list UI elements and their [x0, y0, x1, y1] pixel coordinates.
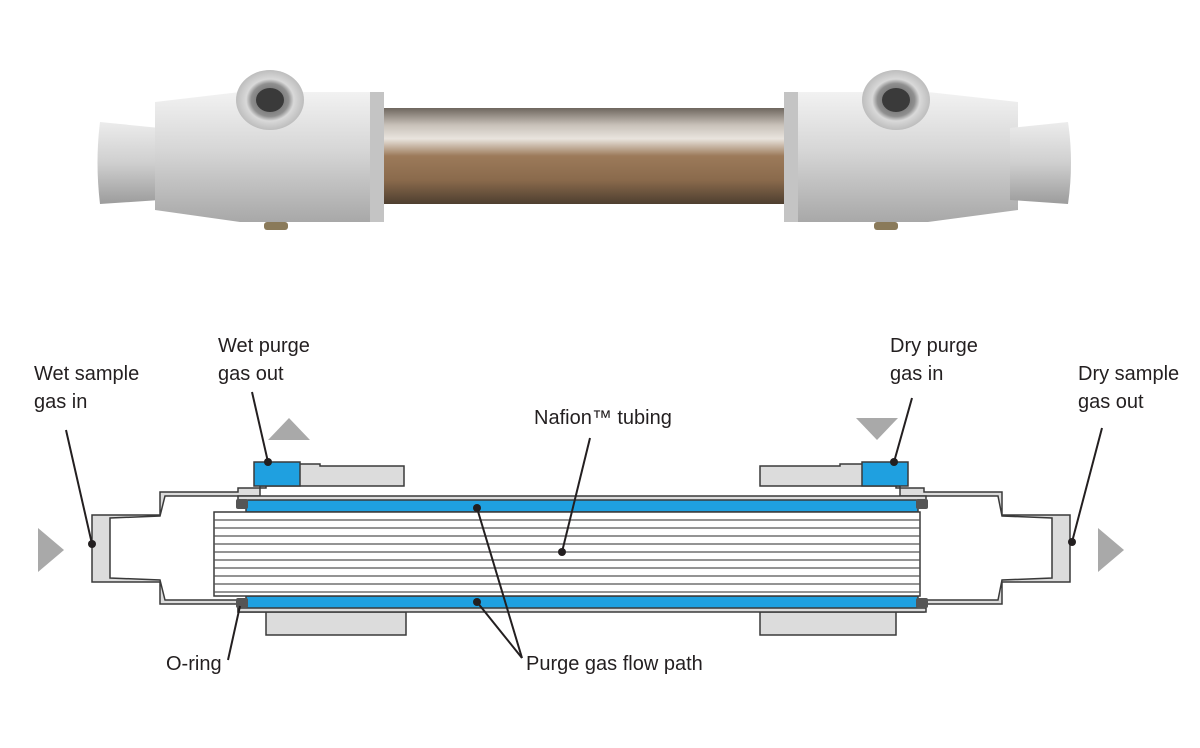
label-wet-sample-in: Wet sample gas in [34, 363, 145, 413]
dryer-cross-section [91, 461, 1071, 636]
render-right-cap [788, 92, 1018, 222]
label-dry-sample-out: Dry sample gas out [1078, 363, 1185, 413]
dryer-render [97, 70, 1071, 230]
flow-arrows [38, 418, 1124, 572]
leader-lines [65, 391, 1103, 661]
leader-dots [88, 458, 1076, 606]
o-ring-bottom-right [916, 598, 928, 608]
label-purge-flow-path: Purge gas flow path [526, 653, 703, 675]
triangle-right-icon [1098, 528, 1124, 572]
nafion-bundle [213, 511, 921, 597]
o-ring-top-right [916, 499, 928, 509]
label-dry-purge-in: Dry purge gas in [890, 335, 983, 385]
triangle-down-icon [856, 418, 898, 440]
purge-path-top [253, 461, 301, 487]
label-o-ring: O-ring [166, 653, 222, 675]
o-rings [236, 499, 928, 608]
nafion-fibers [214, 519, 920, 593]
purge-path-top-right [861, 461, 909, 487]
render-left-cone [97, 122, 160, 204]
render-tube [378, 108, 790, 204]
label-nafion-tubing: Nafion™ tubing [534, 407, 672, 429]
label-wet-purge-out: Wet purge gas out [218, 335, 315, 385]
render-left-cap [155, 92, 380, 222]
triangle-right-icon [38, 528, 64, 572]
triangle-up-icon [268, 418, 310, 440]
o-ring-top-left [236, 499, 248, 509]
labels: Wet sample gas in Wet purge gas out Nafi… [34, 335, 1185, 675]
render-right-cone [1010, 122, 1071, 204]
o-ring-bottom-left [236, 598, 248, 608]
